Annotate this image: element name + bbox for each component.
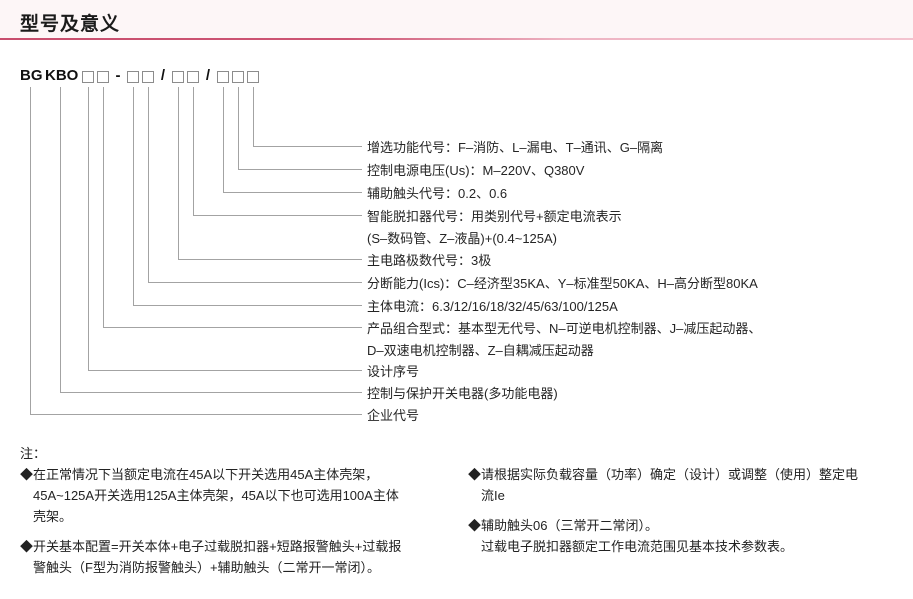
connector-line [30,87,362,415]
connector-line [238,87,362,170]
connector-line [253,87,362,147]
connector-line [148,87,362,283]
connector-line [193,87,362,216]
note-item: ◆开关基本配置=开关本体+电子过载脱扣器+短路报警触头+过载报 警触头（F型为消… [20,539,402,575]
model-code-box [97,71,109,83]
model-code-separator: / [205,67,211,84]
connector-line [223,87,362,193]
notes-heading: 注： [20,446,47,461]
diagram-label-aux-contact-code: 辅助触头代号：0.2、0.6 [367,186,508,201]
note-item: ◆在正常情况下当额定电流在45A以下开关选用45A主体壳架， 45A~125A开… [20,467,399,524]
diagram-label-smart-release: 智能脱扣器代号：用类别代号+额定电流表示 [367,209,622,224]
connector-line [60,87,362,393]
model-code-separator: - [115,67,121,84]
model-code-box [142,71,154,83]
title-underline [0,38,913,40]
header-band [0,0,913,38]
diagram-label-smart-release-cont: (S–数码管、Z–液晶)+(0.4~125A) [367,231,558,246]
model-code-prefix: BG [20,67,43,84]
model-code-box [247,71,259,83]
model-code-box [127,71,139,83]
model-code-box [187,71,199,83]
note-item: ◆辅助触头06（三常开二常闭）。 过载电子脱扣器额定工作电流范围见基本技术参数表… [468,518,794,554]
note-item: ◆请根据实际负载容量（功率）确定（设计）或调整（使用）整定电 流Ie [468,467,859,503]
notes-right-column: ◆请根据实际负载容量（功率）确定（设计）或调整（使用）整定电 流Ie ◆辅助触头… [468,464,908,566]
diagram-label-poles: 主电路极数代号：3极 [367,253,492,268]
notes-left-column: ◆在正常情况下当额定电流在45A以下开关选用45A主体壳架， 45A~125A开… [20,464,462,587]
model-code-separator: / [160,67,166,84]
connector-line [178,87,362,260]
model-code-series: KBO [45,67,79,84]
diagram-label-combination-type: 产品组合型式：基本型无代号、N–可逆电机控制器、J–减压起动器、 [367,321,762,336]
diagram-label-optional-functions: 增选功能代号：F–消防、L–漏电、T–通讯、G–隔离 [367,140,664,155]
model-code-box [82,71,94,83]
diagram-label-main-current: 主体电流：6.3/12/16/18/32/45/63/100/125A [367,299,618,314]
page-title: 型号及意义 [20,14,121,35]
diagram-label-breaking-capacity: 分断能力(Ics)：C–经济型35KA、Y–标准型50KA、H–高分断型80KA [367,276,758,291]
diagram-label-combination-cont: D–双速电机控制器、Z–自耦减压起动器 [367,343,594,358]
diagram-label-design-serial: 设计序号 [367,364,420,379]
diagram-label-company-code: 企业代号 [367,408,420,423]
diagram-label-device-category: 控制与保护开关电器(多功能电器) [367,386,558,401]
model-code-box [232,71,244,83]
connector-line [133,87,362,306]
connector-line [103,87,362,328]
connector-line [88,87,362,371]
model-code-box [217,71,229,83]
diagram-label-control-voltage: 控制电源电压(Us)：M–220V、Q380V [367,163,585,178]
model-code-box [172,71,184,83]
